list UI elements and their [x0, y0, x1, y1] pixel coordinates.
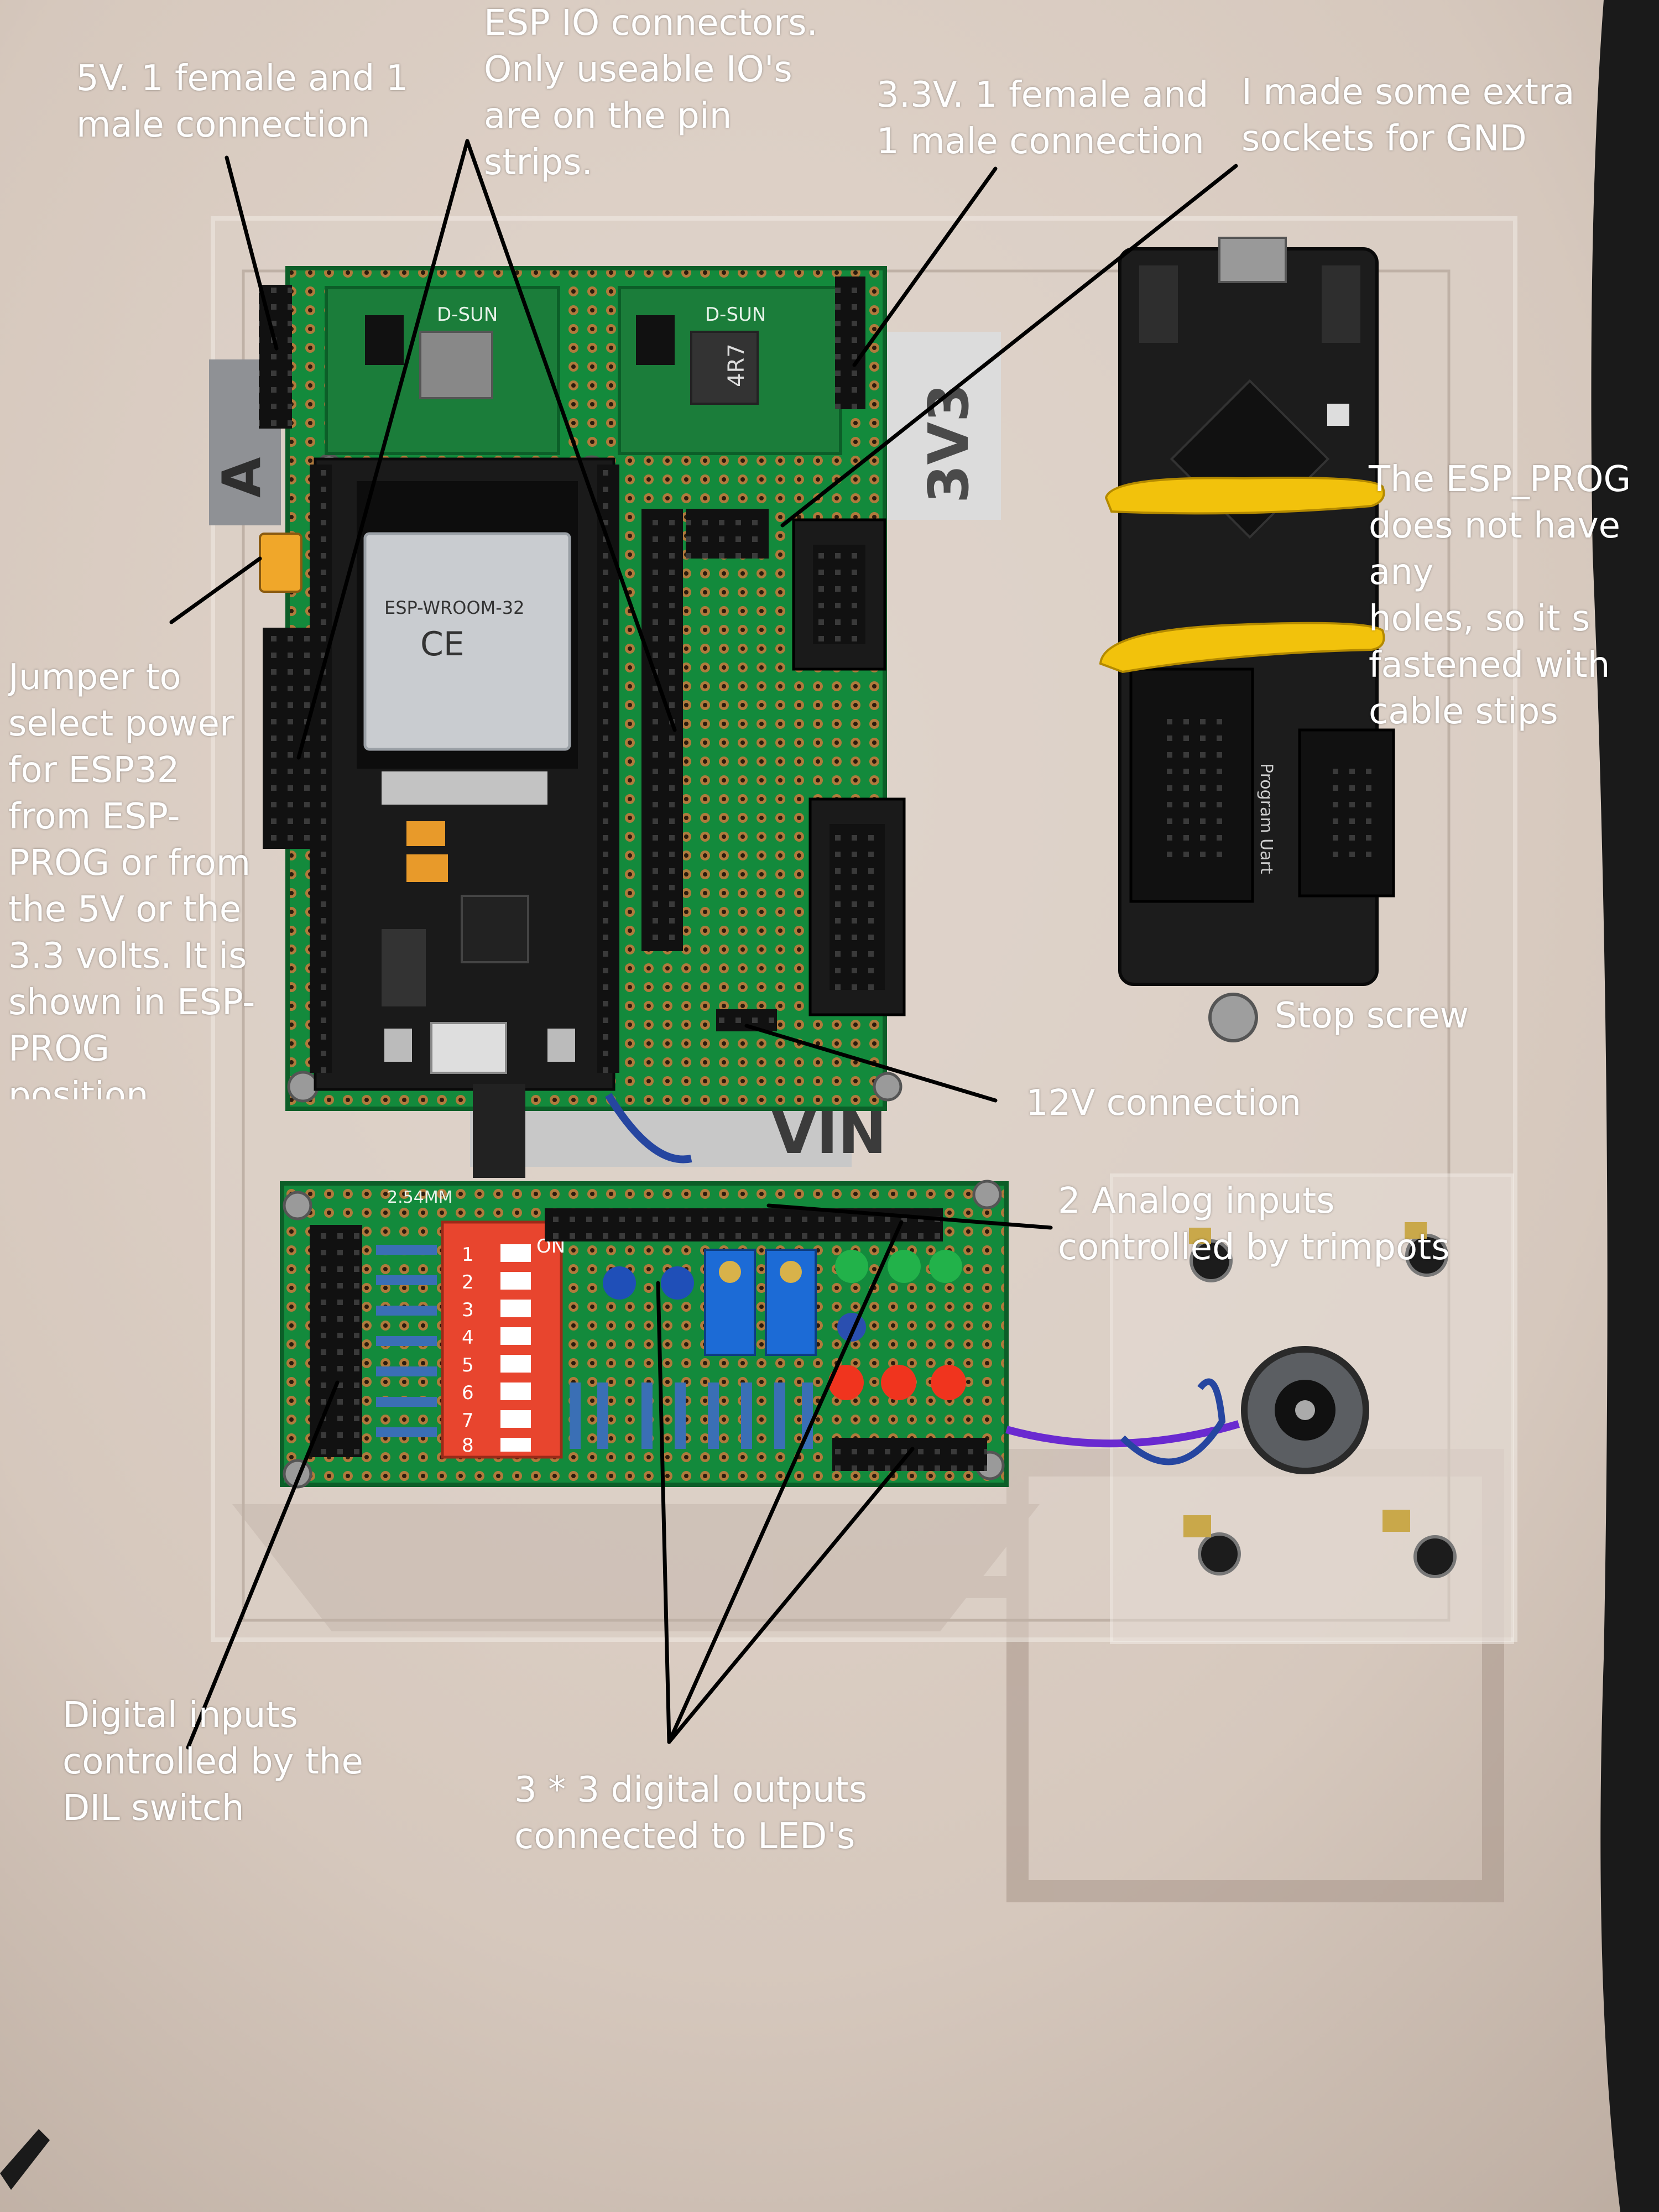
label-a-text: A [212, 457, 273, 498]
resistor-bank-left [376, 1245, 437, 1437]
esp-prog-board: Program Uart [1118, 237, 1395, 986]
lower-left-header [310, 1225, 362, 1457]
led-red-1 [828, 1365, 864, 1400]
label-tab-3v3 [885, 332, 1001, 520]
led-red-3 [931, 1365, 966, 1400]
regulator-left-text: D-SUN [437, 304, 498, 326]
regulator-right-text: D-SUN [705, 304, 766, 326]
pen-tip [0, 2129, 50, 2190]
dip-number-8: 8 [462, 1434, 474, 1457]
annotation-jumper: Jumper to select power for ESP32 from ES… [8, 657, 255, 1099]
perfboard-header-text: 2.54MM [387, 1188, 453, 1207]
annotation-analog: 2 Analog inputs controlled by trimpots [1058, 1181, 1450, 1268]
svg-text:CE: CE [420, 625, 465, 664]
esp-module-text: ESP-WROOM-32 [384, 597, 525, 618]
dip-number-1: 1 [462, 1244, 474, 1266]
blue-part-1 [603, 1266, 636, 1300]
annotation-digital-out: 3 * 3 digital outputs connected to LED's [514, 1770, 868, 1857]
annotation-digital-in: Digital inputs controlled by the DIL swi… [62, 1695, 363, 1829]
annotation-3v3: 3.3V. 1 female and 1 male connection [877, 75, 1209, 162]
header-3v3 [835, 276, 865, 409]
standoff-brass [1183, 1222, 1427, 1537]
annotation-5v: 5V. 1 female and 1 male connection [76, 58, 409, 145]
led-green-1 [835, 1250, 868, 1283]
annotation-esp-io: ESP IO connectors. Only useable IO's are… [484, 3, 818, 183]
dip-number-6: 6 [462, 1382, 474, 1404]
label-3v3-text: 3V3 [916, 383, 981, 503]
dark-object-right [1591, 0, 1659, 2212]
gnd-sockets-header [686, 509, 769, 559]
led-green-3 [929, 1250, 962, 1283]
dip-switch: ON 1 2 3 4 5 6 7 8 [441, 1220, 565, 1459]
led-red-2 [881, 1365, 916, 1400]
annotation-gnd: I made some extra sockets for GND [1241, 72, 1575, 159]
voltage-regulators: D-SUN 4R7 D-SUN [325, 286, 842, 455]
dc-jack-wires [1005, 1420, 1240, 1448]
dip-number-5: 5 [462, 1354, 474, 1376]
box-headers [792, 518, 906, 1016]
dip-number-3: 3 [462, 1299, 474, 1321]
blue-part-2 [661, 1266, 694, 1300]
annotation-stop-screw: Stop screw [1275, 995, 1469, 1036]
zip-tie-lower [1099, 622, 1385, 674]
dip-number-2: 2 [462, 1271, 474, 1293]
dip-number-7: 7 [462, 1410, 474, 1432]
long-female-header [641, 509, 683, 951]
annotation-lines [169, 139, 1238, 1750]
dip-number-4: 4 [462, 1327, 474, 1349]
standoffs [1190, 1234, 1457, 1578]
header-12v [716, 1009, 777, 1031]
annotation-esp-prog: The ESP_PROG does not have any holes, so… [1369, 459, 1631, 732]
power-jumper [259, 533, 302, 593]
zip-tie-upper [1104, 477, 1385, 515]
usb-cable [473, 1084, 525, 1178]
stop-screw [1208, 993, 1258, 1042]
esp-prog-label-text: Program Uart [1256, 763, 1276, 874]
resistor-bank-lower [570, 1383, 813, 1449]
inductor-text: 4R7 [724, 343, 749, 387]
led-green-2 [888, 1250, 921, 1283]
annotation-12v: 12V connection [1026, 1083, 1302, 1124]
blue-wire-upper [605, 1093, 692, 1164]
